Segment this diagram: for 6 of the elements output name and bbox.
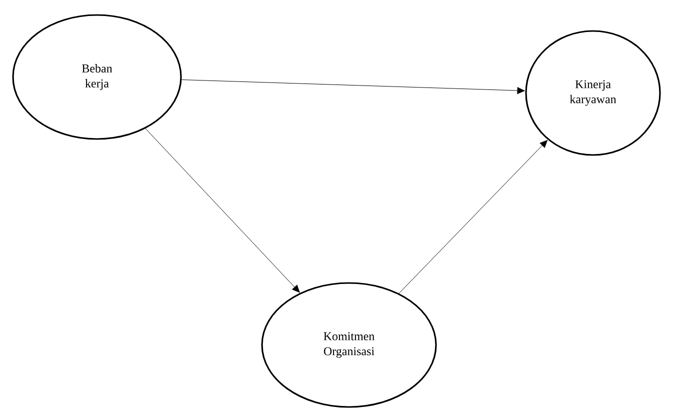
ellipse-node: Kinerja karyawan bbox=[525, 30, 661, 156]
ellipse-node: Beban kerja bbox=[12, 14, 182, 140]
ellipse-node: Komitmen Organisasi bbox=[261, 282, 437, 408]
arrow bbox=[398, 140, 548, 294]
arrow bbox=[145, 128, 300, 293]
arrow bbox=[181, 79, 525, 94]
